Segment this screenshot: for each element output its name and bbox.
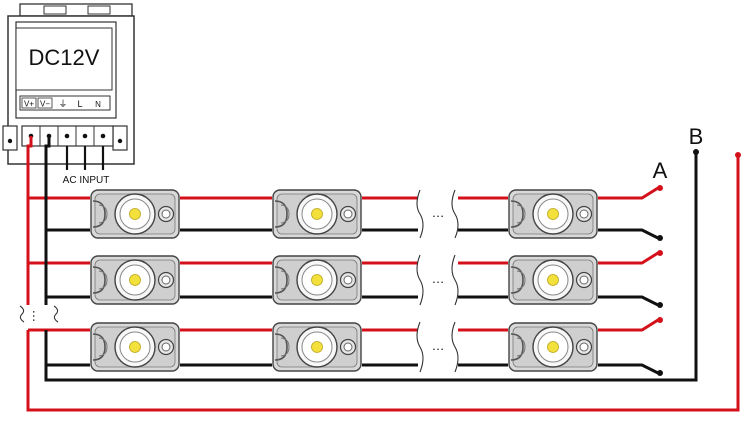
- led-module: [272, 322, 362, 372]
- terminal-label: L: [77, 99, 82, 109]
- terminal-label: V+: [24, 100, 34, 109]
- mounting-hole: [117, 138, 123, 144]
- row-ellipsis: …: [432, 338, 445, 353]
- ground-symbol: ⏚: [58, 99, 67, 109]
- voltage-label: DC12V: [29, 45, 100, 70]
- led-module: [272, 255, 362, 305]
- terminal-label: N: [95, 100, 101, 109]
- wire-end: [657, 235, 663, 241]
- wire-label-a: A: [653, 158, 668, 183]
- terminal-label: V−: [40, 100, 50, 109]
- led-module: [508, 322, 598, 372]
- row-ellipsis: …: [432, 205, 445, 220]
- wire-end: [693, 149, 699, 155]
- led-module: [90, 189, 180, 239]
- wire-end: [735, 152, 741, 158]
- row-ellipsis: …: [432, 271, 445, 286]
- positive-wiring: [26, 136, 740, 412]
- wire-end: [657, 185, 663, 191]
- bus-break-mark: [19, 305, 59, 323]
- power-supply: DC12V V+ V− ⏚ L N: [2, 3, 135, 186]
- led-module: [508, 189, 598, 239]
- led-module: [90, 322, 180, 372]
- led-modules: [90, 189, 598, 372]
- led-module: [508, 255, 598, 305]
- wire-end: [657, 250, 663, 256]
- wire-end: [657, 302, 663, 308]
- wire-end: [657, 370, 663, 376]
- wire-end: [657, 317, 663, 323]
- led-module: [90, 255, 180, 305]
- ac-input-label: AC INPUT: [63, 175, 110, 186]
- negative-wiring: [44, 136, 698, 382]
- wire-label-b: B: [689, 124, 704, 149]
- terminal-labels: V+ V− ⏚ L N: [21, 97, 101, 109]
- column-break-marks: [416, 189, 459, 373]
- bus-ellipsis: …: [30, 310, 45, 323]
- mounting-hole: [7, 138, 13, 144]
- led-module: [272, 189, 362, 239]
